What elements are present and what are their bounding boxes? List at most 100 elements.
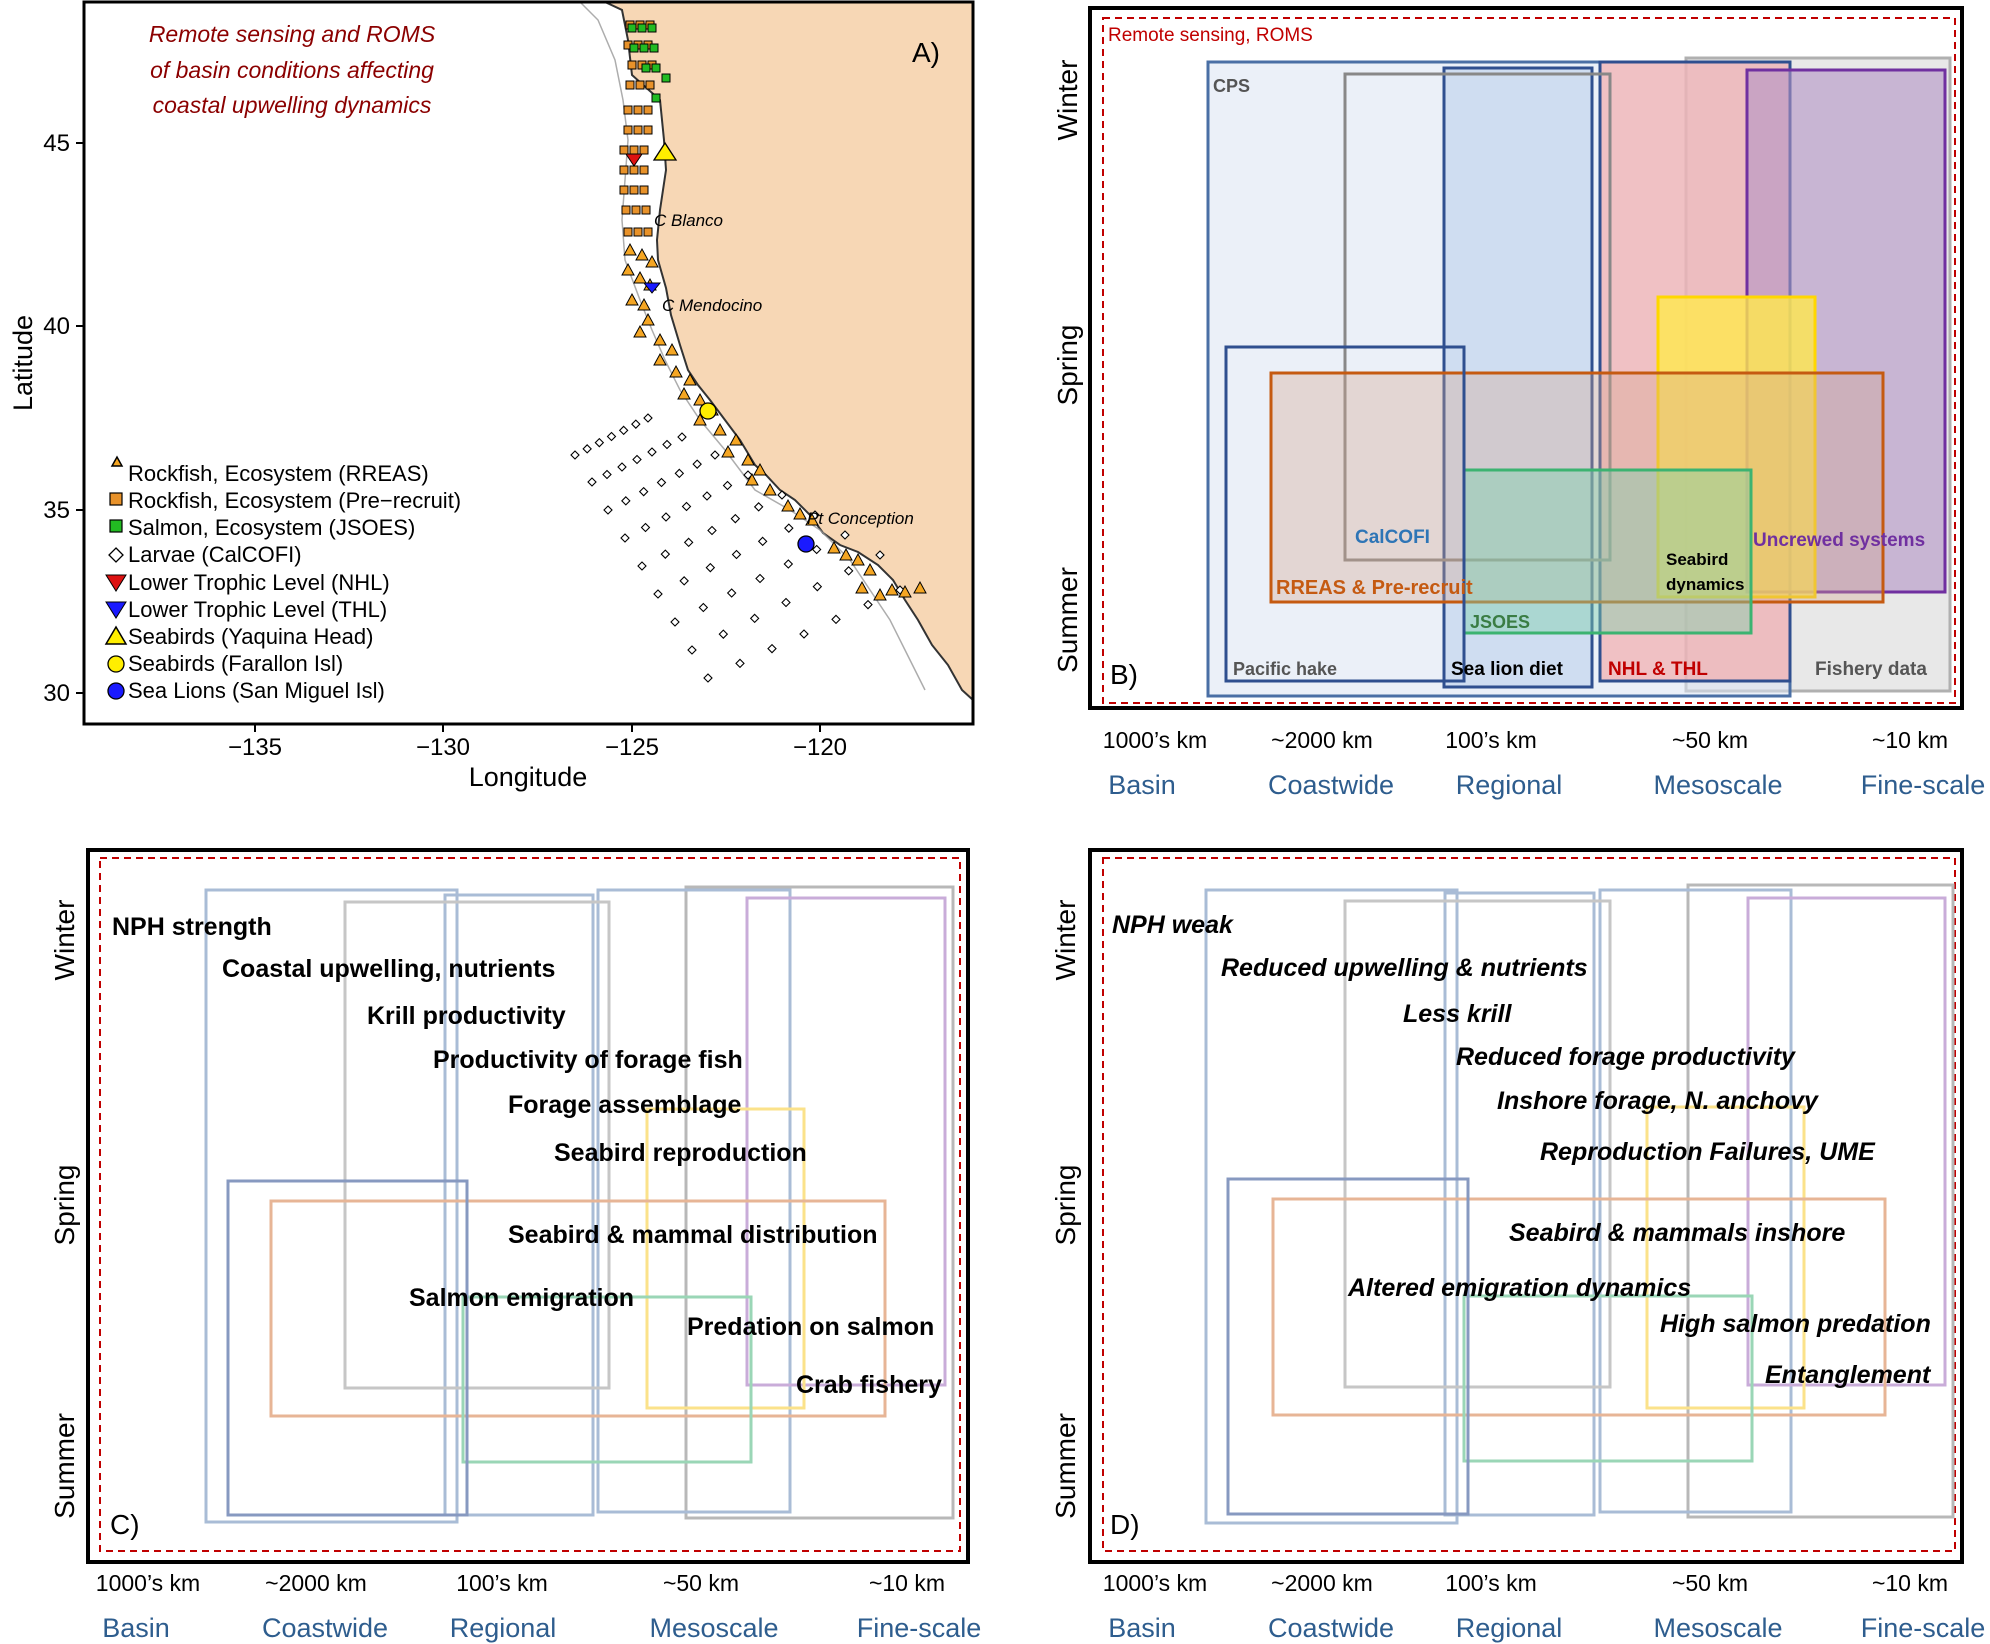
calcofi-station	[840, 530, 850, 540]
pre-recruit-station	[639, 185, 649, 195]
calcofi-station	[681, 501, 692, 512]
rreas-station	[873, 587, 887, 601]
box-sea-lion-diet	[1442, 66, 1594, 689]
calcofi-station	[799, 629, 809, 639]
scale-name: Coastwide	[1268, 1613, 1394, 1643]
text-reduced-upwelling: Reduced upwelling & nutrients	[1221, 954, 1588, 982]
remote-sensing-frame	[1102, 17, 1956, 704]
text-entanglement: Entanglement	[1765, 1361, 1932, 1389]
season-summer: Summer	[1052, 567, 1083, 673]
pre-recruit-station	[619, 145, 629, 155]
map-title-line-1: Remote sensing and ROMS	[149, 21, 436, 47]
pre-recruit-station	[639, 145, 649, 155]
box-pacific-hake	[226, 1179, 469, 1517]
jsoes-station	[651, 63, 661, 73]
scale-name: Mesoscale	[649, 1613, 778, 1643]
legend-item-san-miguel: Sea Lions (San Miguel Isl)	[107, 678, 385, 703]
calcofi-station	[606, 431, 617, 442]
scale-km: 1000’s km	[1103, 727, 1207, 753]
box-seabird	[645, 1107, 806, 1410]
calcofi-station	[587, 477, 597, 487]
jsoes-station	[649, 43, 659, 53]
text-nph-weak: NPH weak	[1112, 911, 1234, 939]
rreas-station	[641, 312, 655, 326]
rreas-station	[633, 324, 647, 338]
calcofi-station	[661, 512, 671, 522]
calcofi-station	[875, 550, 885, 560]
place-label-pt-conception: Pt Conception	[807, 509, 914, 528]
scale-name: Fine-scale	[1861, 770, 1986, 800]
pre-recruit-station	[619, 185, 629, 195]
calcofi-station	[698, 602, 709, 613]
pre-recruit-station	[629, 145, 639, 155]
calcofi-station	[647, 447, 657, 457]
legend-label: Salmon, Ecosystem (JSOES)	[128, 515, 415, 540]
text-seabird-mammal-distribution: Seabird & mammal distribution	[508, 1221, 878, 1249]
legend-item-jsoes: Salmon, Ecosystem (JSOES)	[109, 515, 415, 540]
calcofi-station	[755, 573, 765, 584]
text-nph-strength: NPH strength	[112, 913, 272, 941]
box-rreas	[1269, 371, 1885, 604]
rreas-station	[863, 562, 877, 576]
rreas-station	[898, 584, 912, 598]
calcofi-station	[660, 549, 671, 559]
label-jsoes: JSOES	[1470, 612, 1530, 632]
farallon-station	[699, 402, 717, 420]
season-winter: Winter	[1052, 60, 1083, 141]
scale-name: Regional	[450, 1613, 557, 1643]
pre-recruit-station	[639, 165, 649, 175]
box-fishery-data	[1686, 883, 1955, 1519]
season-spring: Spring	[49, 1165, 80, 1246]
calcofi-station	[637, 561, 647, 571]
calcofi-station	[662, 439, 672, 450]
scale-name: Fine-scale	[1861, 1613, 1986, 1643]
legend-item-pre-recruit: Rockfish, Ecosystem (Pre−recruit)	[109, 488, 461, 513]
calcofi-station	[602, 469, 612, 480]
calcofi-station	[843, 566, 854, 576]
box-jsoes	[1462, 468, 1753, 635]
circle-icon	[107, 682, 125, 700]
label-cps: CPS	[1213, 76, 1250, 96]
pre-recruit-station	[625, 80, 635, 90]
scale-km: ~10 km	[1872, 1570, 1948, 1596]
scale-km: ~50 km	[1672, 1570, 1748, 1596]
legend-label: Lower Trophic Level (NHL)	[128, 570, 390, 595]
calcofi-station	[735, 658, 745, 669]
legend-label: Larvae (CalCOFI)	[128, 542, 302, 567]
calcofi-station	[670, 617, 680, 627]
calcofi-station	[674, 468, 685, 479]
rreas-station	[669, 364, 683, 378]
box-rreas	[1271, 1197, 1887, 1417]
calcofi-station	[707, 525, 717, 536]
text-seabird-reproduction: Seabird reproduction	[554, 1139, 807, 1167]
calcofi-station	[683, 537, 694, 548]
pre-recruit-station	[619, 165, 629, 175]
remote-sensing-frame	[99, 857, 961, 1552]
scale-km: ~10 km	[869, 1570, 945, 1596]
text-reproduction-failures: Reproduction Failures, UME	[1540, 1138, 1876, 1166]
triangle-down-icon	[105, 601, 127, 619]
text-forage-fish-productivity: Productivity of forage fish	[433, 1046, 743, 1074]
calcofi-station	[618, 425, 629, 436]
rreas-station	[635, 247, 649, 261]
pre-recruit-station	[633, 125, 643, 135]
legend-item-calcofi: Larvae (CalCOFI)	[108, 542, 302, 567]
rreas-station	[623, 242, 637, 256]
rreas-station	[693, 412, 707, 426]
triangle-up-icon	[104, 625, 128, 645]
pre-recruit-station	[643, 227, 653, 237]
text-high-salmon-predation: High salmon predation	[1660, 1310, 1931, 1338]
box-calcofi	[1343, 72, 1612, 562]
calcofi-station	[757, 536, 768, 547]
map-legend: Rockfish, Ecosystem (RREAS) Rockfish, Ec…	[104, 455, 461, 703]
pre-recruit-station	[629, 165, 639, 175]
pre-recruit-station	[641, 205, 651, 215]
box-jsoes	[1462, 1294, 1754, 1463]
scale-name: Coastwide	[1268, 770, 1394, 800]
y-axis-label: Latitude	[8, 315, 38, 411]
legend-label: Rockfish, Ecosystem (RREAS)	[128, 461, 429, 486]
scale-km: ~10 km	[1872, 727, 1948, 753]
place-label-c-blanco: C Blanco	[654, 211, 723, 230]
pre-recruit-station	[633, 227, 643, 237]
